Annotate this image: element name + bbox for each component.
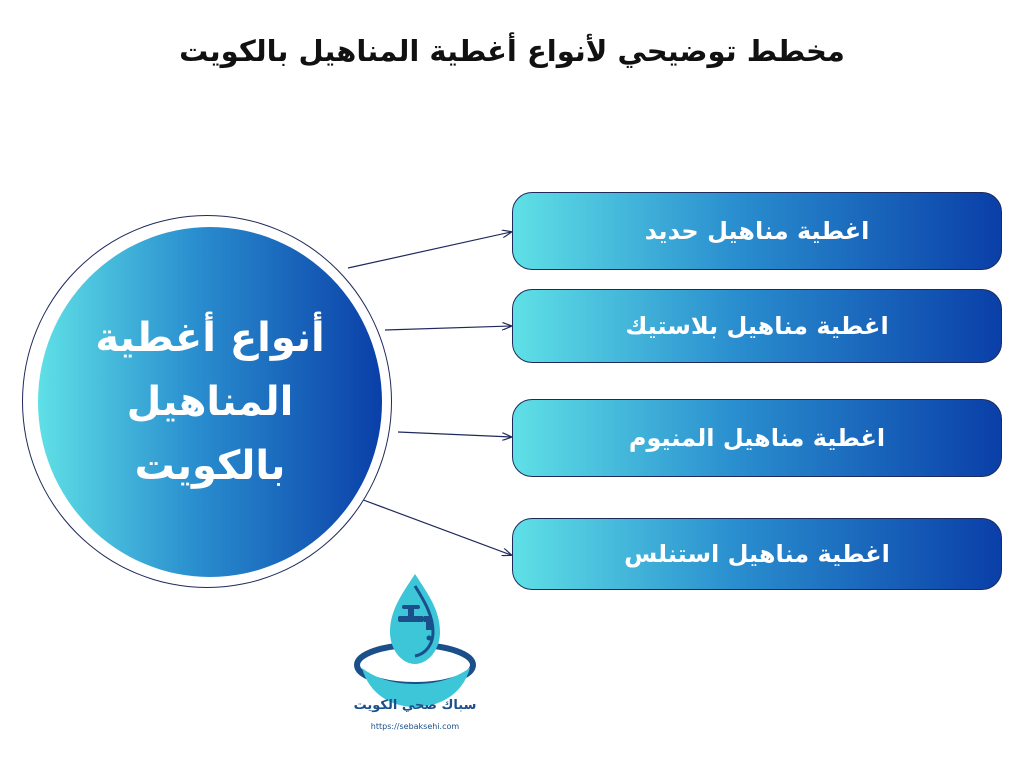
type-box-plastic: اغطية مناهيل بلاستيك xyxy=(512,289,1002,363)
type-box-label: اغطية مناهيل المنيوم xyxy=(628,424,886,452)
logo-brand-name: سباك صحي الكويت xyxy=(353,698,477,713)
logo-url[interactable]: https://sebaksehi.com xyxy=(370,722,460,731)
hub-circle: أنواع أغطية المناهيل بالكويت xyxy=(38,227,382,577)
type-box-iron: اغطية مناهيل حديد xyxy=(512,192,1002,270)
type-box-stainless: اغطية مناهيل استنلس xyxy=(512,518,1002,590)
page-title: مخطط توضيحي لأنواع أغطية المناهيل بالكوي… xyxy=(179,34,845,68)
connector-line-3 xyxy=(397,431,511,437)
connector-line-1 xyxy=(347,232,511,269)
connector-line-2 xyxy=(384,326,511,331)
type-box-label: اغطية مناهيل حديد xyxy=(644,217,870,245)
type-box-label: اغطية مناهيل استنلس xyxy=(624,540,890,568)
type-box-label: اغطية مناهيل بلاستيك xyxy=(625,312,889,340)
connector-line-4 xyxy=(357,497,511,555)
type-box-aluminum: اغطية مناهيل المنيوم xyxy=(512,399,1002,477)
hub-label: أنواع أغطية المناهيل بالكويت xyxy=(95,315,325,489)
water-drop-faucet-icon xyxy=(354,574,476,707)
